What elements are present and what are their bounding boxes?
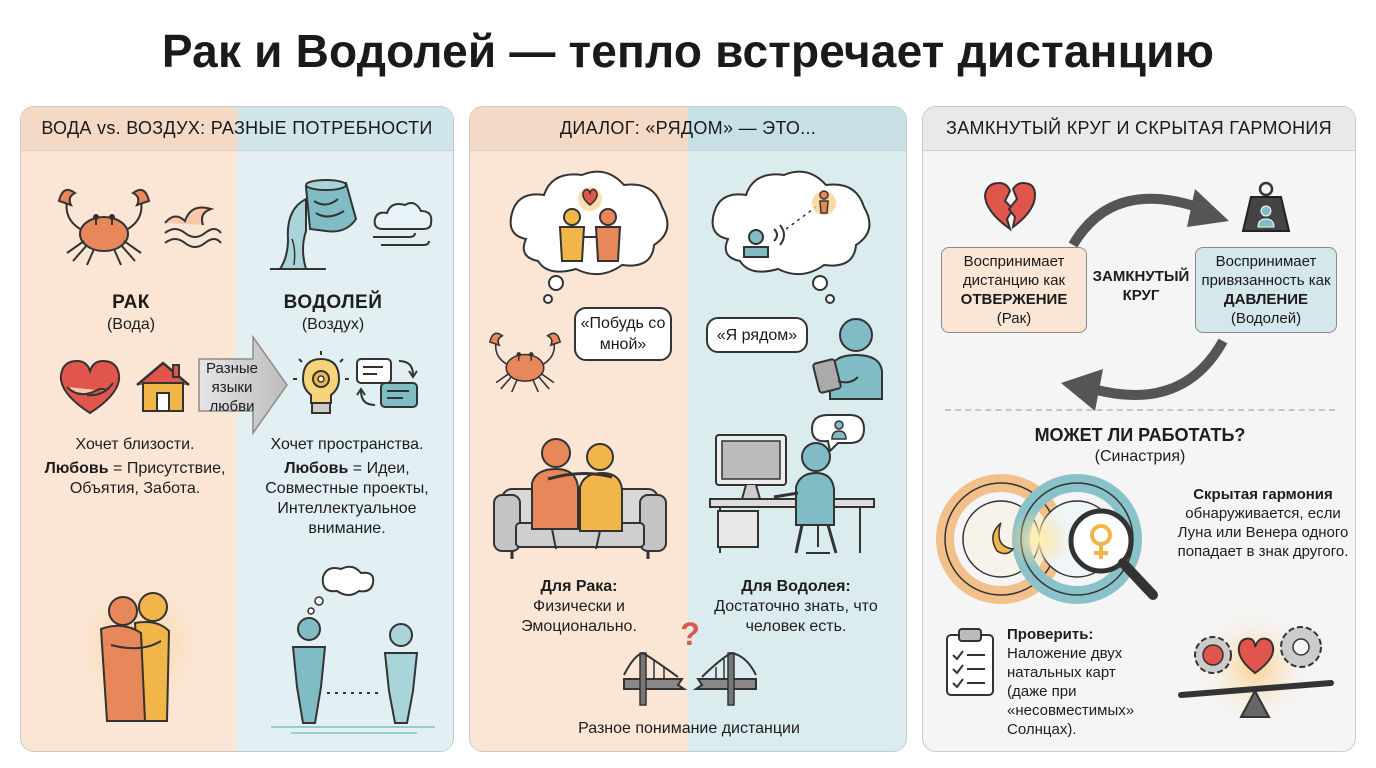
cancer-perception-post: (Рак) — [996, 310, 1032, 327]
distance-footer: Разное понимание дистанции — [578, 720, 800, 737]
aquarius-vessel-icon — [270, 179, 358, 270]
aquarius-want: Хочет пространства. — [270, 436, 424, 453]
weight-icon — [1241, 181, 1291, 232]
scales-heart-gears-icon — [1178, 605, 1334, 729]
couple-on-couch-illustration — [493, 438, 667, 559]
cancer-love-text: = Присутствие, Объятия, Забота. — [69, 460, 226, 497]
cycle-arrows — [1061, 189, 1229, 411]
love-languages-arrow — [198, 334, 288, 436]
broken-heart-icon — [983, 181, 1037, 232]
hidden-harmony-bold: Скрытая гармония — [1193, 486, 1333, 503]
panel2-header: ДИАЛОГ: «РЯДОМ» — ЭТО... — [470, 107, 906, 151]
wave-icon — [164, 206, 222, 248]
clipboard-icon — [946, 628, 994, 696]
synastry-sub: (Синастрия) — [1094, 448, 1186, 465]
thought-cloud-couple — [509, 170, 669, 304]
house-icon — [136, 361, 190, 412]
panel3-header: ЗАМКНУТЫЙ КРУГ И СКРЫТАЯ ГАРМОНИЯ — [923, 107, 1355, 151]
panel1-header: ВОДА vs. ВОЗДУХ: РАЗНЫЕ ПОТРЕБНОСТИ — [21, 107, 453, 151]
aquarius-nearby-label: Для Водолея: — [741, 578, 851, 595]
aquarius-perception-post: (Водолей) — [1230, 310, 1302, 327]
thought-cloud-distance — [711, 170, 871, 304]
hidden-harmony: Скрытая гармония обнаруживается, если Лу… — [1177, 485, 1349, 561]
cancer-quote-bubble: «Побудь со мной» — [574, 307, 672, 361]
cancer-perception-bold: ОТВЕРЖЕНИЕ — [960, 291, 1068, 308]
panel-dialog-nearby: ДИАЛОГ: «РЯДОМ» — ЭТО... «По — [469, 106, 907, 752]
hug-heart-icon — [59, 359, 121, 415]
cancer-nearby-label: Для Рака: — [540, 578, 618, 595]
thinking-pair-illustration — [271, 565, 435, 734]
aquarius-quote-bubble: «Я рядом» — [706, 317, 808, 353]
cloud-wind-icon — [373, 202, 433, 246]
cancer-love-label: Любовь — [44, 460, 109, 477]
aquarius-nearby-text: Достаточно знать, что человек есть. — [714, 598, 878, 635]
hugging-couple-illustration — [63, 569, 215, 722]
check-label: Проверить: — [1007, 626, 1094, 643]
aquarius-name: ВОДОЛЕЙ — [283, 292, 383, 313]
cancer-element: (Вода) — [106, 316, 156, 333]
crab-icon-small — [488, 332, 562, 393]
cycle-label: ЗАМКНУТЫЙ КРУГ — [1092, 268, 1190, 304]
magnifier-venus-icon — [936, 474, 1158, 604]
cancer-want: Хочет близости. — [75, 436, 195, 453]
lightbulb-gear-icon — [293, 351, 349, 414]
aquarius-love: Любовь = Идеи, Совместные проекты, Интел… — [247, 459, 447, 539]
arrow-text: Разные языки любви — [206, 360, 258, 415]
check-synastry: Проверить: Наложение двух натальных карт… — [1007, 625, 1153, 739]
aquarius-element: (Воздух) — [301, 316, 365, 333]
aquarius-perception-pre: Воспринимает привязанность как — [1201, 253, 1331, 289]
page-title: Рак и Водолей — тепло встречает дистанци… — [161, 25, 1215, 77]
cancer-nearby-text: Физически и Эмоционально. — [521, 598, 637, 635]
cancer-perception-pre: Воспринимает дистанцию как — [962, 253, 1066, 289]
person-with-tablet-icon — [812, 318, 883, 400]
synastry-question: МОЖЕТ ЛИ РАБОТАТЬ? — [1034, 425, 1246, 445]
hidden-harmony-text: обнаруживается, если Луна или Венера одн… — [1177, 505, 1349, 560]
crab-icon — [57, 188, 151, 266]
aquarius-perception-bold: ДАВЛЕНИЕ — [1223, 291, 1309, 308]
person-at-desk-illustration — [709, 414, 875, 554]
aquarius-love-text: = Идеи, Совместные проекты, Интеллектуал… — [265, 460, 429, 537]
check-text: Наложение двух натальных карт (даже при … — [1007, 645, 1135, 738]
chat-icon — [356, 358, 418, 408]
question-mark: ? — [680, 616, 700, 652]
aquarius-love-label: Любовь — [284, 460, 349, 477]
cancer-love: Любовь = Присутствие, Объятия, Забота. — [35, 459, 235, 499]
panel-water-vs-air: ВОДА vs. ВОЗДУХ: РАЗНЫЕ ПОТРЕБНОСТИ РАК … — [20, 106, 454, 752]
panel-closed-circle: ЗАМКНУТЫЙ КРУГ И СКРЫТАЯ ГАРМОНИЯ Воспри… — [922, 106, 1356, 752]
cancer-name: РАК — [112, 292, 150, 313]
bridge-icon — [623, 651, 757, 706]
cancer-perception-box: Воспринимает дистанцию как ОТВЕРЖЕНИЕ (Р… — [941, 247, 1087, 333]
aquarius-perception-box: Воспринимает привязанность как ДАВЛЕНИЕ … — [1195, 247, 1337, 333]
section-divider — [945, 409, 1335, 411]
